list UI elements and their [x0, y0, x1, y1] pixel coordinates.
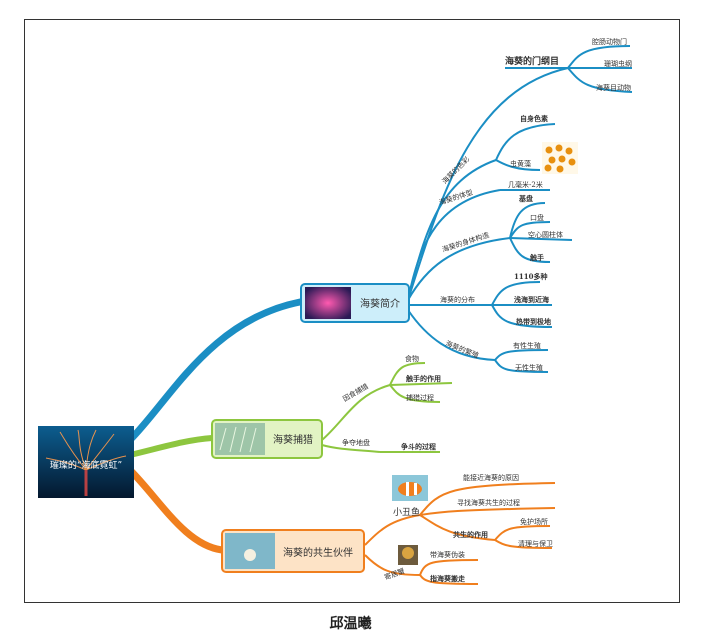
color-item-2: 虫黄藻 [510, 159, 531, 168]
leaf-line-rep-1 [494, 349, 549, 361]
branch-reproduction [407, 309, 496, 361]
distribution-item-2: 浅海到近海 [514, 295, 549, 304]
clownfish-item-1: 能接近海葵的原因 [463, 473, 519, 482]
branch-structure [407, 237, 511, 301]
hermit-item-1: 带海葵伪装 [430, 550, 465, 559]
hermit-item-2: 指海葵搬走 [430, 574, 466, 583]
leaf-line-cf-2 [419, 507, 556, 516]
leaf-line-tax-1 [567, 45, 631, 69]
hermit-crab-image [398, 545, 418, 565]
taxonomy-item-2: 珊瑚虫纲 [604, 59, 632, 68]
branch-clownfish [364, 514, 421, 546]
leaf-line-cf-sub-2 [494, 539, 553, 549]
branch-hermit [364, 554, 421, 576]
hunting-branches [321, 362, 453, 453]
color-label: 海葵的色彩 [440, 154, 471, 185]
branch-food [321, 384, 391, 441]
taxonomy-item-1: 腔肠动物门 [592, 37, 627, 46]
food-item-1: 食物 [405, 354, 419, 363]
leaf-line-hc-1 [419, 559, 479, 576]
leaf-line-cf-1 [419, 482, 556, 516]
clownfish-sub-1: 免护场所 [520, 517, 548, 526]
leaf-line-tax-3 [567, 67, 633, 93]
size-item-1: 几毫米-2米 [508, 180, 543, 189]
hunting-label: 海葵捕猎 [273, 433, 313, 446]
fight-item-1: 争斗的过程 [401, 442, 436, 451]
taxonomy-label: 海葵的门纲目 [505, 55, 559, 67]
root-node: 璀璨的“海底霓虹” [38, 426, 134, 498]
clownfish-item-3: 共生的作用 [453, 530, 488, 539]
structure-item-2: 口盘 [530, 213, 544, 222]
leaf-line-food-2 [389, 382, 453, 386]
leaf-line-str-3 [509, 237, 573, 241]
branch-root-partners [126, 466, 226, 554]
structure-item-4: 触手 [529, 253, 544, 262]
reproduction-item-2: 无性生殖 [515, 363, 543, 372]
fight-label: 争夺地盘 [342, 438, 370, 447]
food-label: 因食捕猎 [341, 382, 370, 404]
anemone-image [45, 429, 127, 496]
partner-branches [364, 482, 556, 585]
leaf-line-food-1 [389, 362, 426, 386]
leaf-line-str-1 [509, 202, 546, 239]
partners-label: 海葵的共生伙伴 [283, 546, 353, 559]
clownfish-sub-2: 清理与保卫 [518, 539, 553, 548]
author-name: 邱温曦 [329, 616, 372, 632]
intro-label: 海葵简介 [360, 297, 400, 310]
leaf-line-str-4 [509, 237, 551, 263]
leaf-line-cf-3 [419, 514, 496, 541]
taxonomy-item-3: 海葵目动物 [596, 83, 631, 92]
leaf-line-food-3 [389, 384, 441, 403]
distribution-item-3: 热带到极地 [516, 317, 551, 326]
structure-item-3: 空心圆柱体 [528, 230, 563, 239]
hermit-label: 寄居蟹 [383, 566, 406, 582]
clownfish-image [392, 475, 428, 501]
clownfish-item-2: 寻找海葵共生的过程 [457, 498, 520, 507]
branch-fight [321, 444, 381, 453]
clownfish-label: 小丑鱼 [393, 506, 420, 518]
leaf-line-dist-3 [491, 304, 553, 328]
branch-taxonomy [407, 67, 569, 301]
leaf-line-rep-2 [494, 359, 549, 373]
leaf-line-str-2 [509, 221, 551, 239]
zooxanthellae-image [542, 142, 578, 174]
leaf-line-cf-sub-1 [494, 525, 551, 541]
leaf-line-hc-2 [419, 574, 479, 585]
leaf-line-color-1 [495, 123, 556, 161]
main-branches [126, 298, 304, 554]
structure-item-1: 基盘 [518, 194, 533, 203]
partner-labels: 小丑鱼 能接近海葵的原因 寻找海葵共生的过程 共生的作用 免护场所 清理与保卫 … [383, 473, 553, 583]
root-label: 璀璨的“海底霓虹” [50, 459, 122, 471]
leaf-line-color-2 [495, 159, 541, 171]
distribution-label: 海葵的分布 [440, 295, 475, 304]
branch-size [407, 189, 501, 301]
reproduction-item-1: 有性生殖 [513, 341, 541, 350]
distribution-item-1: 1110多种 [514, 272, 547, 281]
intro-branches [407, 45, 633, 373]
size-label: 海葵的体型 [438, 188, 474, 207]
branch-root-intro [126, 298, 304, 444]
partners-node: 海葵的共生伙伴 [221, 529, 365, 573]
hunting-node: 海葵捕猎 [211, 419, 323, 459]
intro-node: 海葵简介 [300, 283, 410, 323]
branch-root-hunting [127, 435, 215, 458]
food-item-3: 捕猎过程 [406, 393, 434, 402]
leaf-line-dist-1 [491, 281, 541, 306]
color-item-1: 自身色素 [520, 114, 548, 123]
coral-thumbnail [305, 287, 351, 319]
food-item-2: 触手的作用 [405, 374, 441, 383]
